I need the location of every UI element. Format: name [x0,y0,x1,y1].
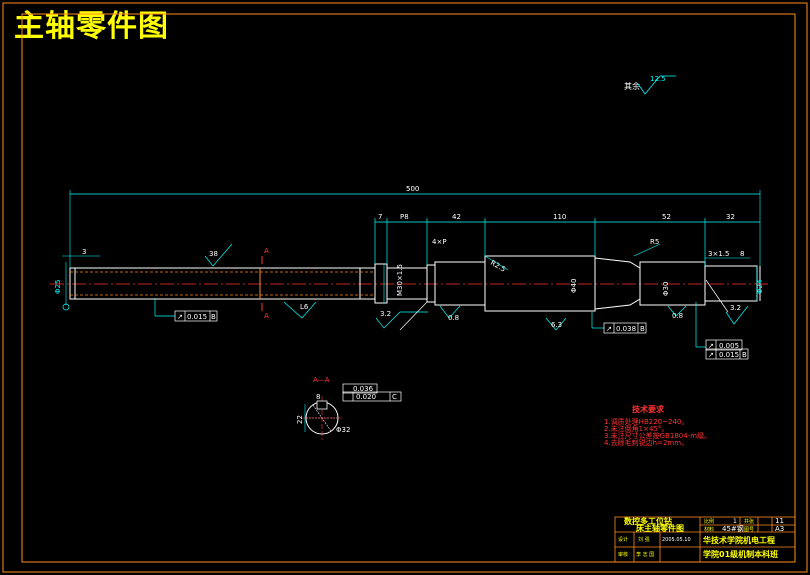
dim-seg-110: 110 [553,213,566,221]
dim-seg-32: 32 [726,213,735,221]
title-block [614,516,796,563]
tb-material-label: 材料 [704,526,714,533]
section-view: A—A 22 8 Φ32 0.036 0.020 C [296,376,402,440]
dim-left-diameter: Φ25 [54,280,62,294]
thread-right: 3×1.5 [708,250,729,258]
tol1-symbol: ↗ [177,313,183,321]
tolerance-frame-1: ↗ 0.015 B [174,310,218,322]
tb-sheet: 11 [775,517,784,525]
section-tol2-ref: C [392,393,397,401]
section-tol1: 0.036 [353,385,374,393]
dim-r8: 8 [740,250,744,258]
tb-school: 华技术学院机电工程 [703,535,775,545]
tech-req-item-1: 1.调质处理HB220~240。 [604,417,688,426]
dim-seg-7: 7 [378,213,382,221]
tolerance-frame-4: ↗ 0.015 B [705,348,749,360]
dim-left-3: 3 [82,248,86,256]
dim-phi-right-end: Φ24 [756,279,764,294]
tol3-value: 0.005 [719,342,739,350]
dim-r5: R5 [650,238,659,246]
segment-dimensions [374,218,760,266]
thread-diameter: M30×1.5 [396,264,404,296]
tol3-symbol: ↗ [708,342,714,350]
tb-date: 2005.05.10 [662,537,691,543]
hidden-lines [70,271,375,296]
tb-size: A3 [775,525,784,533]
tech-req-item-4: 4.去除毛刺锐边h=2mm。 [604,438,688,447]
technical-requirements: 技术要求 1.调质处理HB220~240。 2.未注倒角1×45°。 3.未注尺… [604,404,711,447]
roughness-note: 其余 12.5 [624,75,676,95]
tol2-symbol: ↗ [606,325,612,333]
roughness-6-3: 6.3 [551,321,562,329]
tb-class: 学院01级机制本科班 [703,549,778,559]
tolerance-frame-2: ↗ 0.038 B [603,322,647,334]
tb-checker-label: 审核 [618,551,628,558]
dim-seg-p8: P8 [400,213,409,221]
section-mark-top: A [264,247,269,255]
tech-req-item-2: 2.未注倒角1×45°。 [604,424,668,433]
tb-ratio-label: 比例 [704,518,714,525]
dim-seg-52: 52 [662,213,671,221]
tb-sheet-label: 共张 [744,518,754,525]
tb-ratio: 1 [733,518,737,525]
tb-material: 45#钢 [722,524,744,533]
roughness-note-text: 其余 [624,81,640,91]
tb-designer: 刘 强 [638,536,650,543]
dim-radius: R2.5 [489,259,507,274]
tol4-symbol: ↗ [708,351,714,359]
tb-size-label: 图号 [744,527,754,533]
keyway-length: L6 [300,303,309,311]
dim-seg-42: 42 [452,213,461,221]
roughness-note-value: 12.5 [650,75,666,83]
section-mark-bottom: A [264,312,269,320]
tech-req-item-3: 3.未注尺寸公差按GB1804-m级。 [604,431,711,440]
tolerance-frame-3: ↗ 0.005 [705,339,743,351]
overall-dimension: 500 [69,185,761,268]
dim-overall-length: 500 [406,185,419,193]
drawing-title: 主轴零件图 [14,9,169,44]
section-tol2-value: 0.020 [356,393,376,401]
roughness-left: 38 [209,250,218,258]
dim-phi-right: Φ30 [662,282,670,296]
tol2-ref: B [640,325,645,333]
tol4-ref: B [742,351,747,359]
tb-name-2: 床主轴零件图 [636,523,684,533]
section-dim-22: 22 [296,415,304,424]
section-dim-8: 8 [316,393,320,401]
shaft-outline [69,255,761,312]
roughness-3-2b: 3.2 [730,304,741,312]
roughness-3-2: 3.2 [380,310,391,318]
tb-checker: 李 志 国 [636,551,654,558]
tol4-value: 0.015 [719,351,739,359]
tol2-value: 0.038 [616,325,636,333]
roughness-0-8: 0.8 [448,314,459,322]
section-dim-d: Φ32 [336,426,350,434]
dim-phi40: Φ40 [570,279,578,293]
roughness-0-8b: 0.8 [672,312,683,320]
inner-frame [21,13,796,563]
tb-name-1: 数控多工位钻 [624,516,672,526]
section-label: A—A [313,376,330,384]
tol1-value: 0.015 [187,313,207,321]
tol1-ref: B [211,313,216,321]
dim-4xp: 4×P [432,238,447,246]
tech-req-title: 技术要求 [632,404,665,414]
tb-designer-label: 设计 [618,536,628,543]
